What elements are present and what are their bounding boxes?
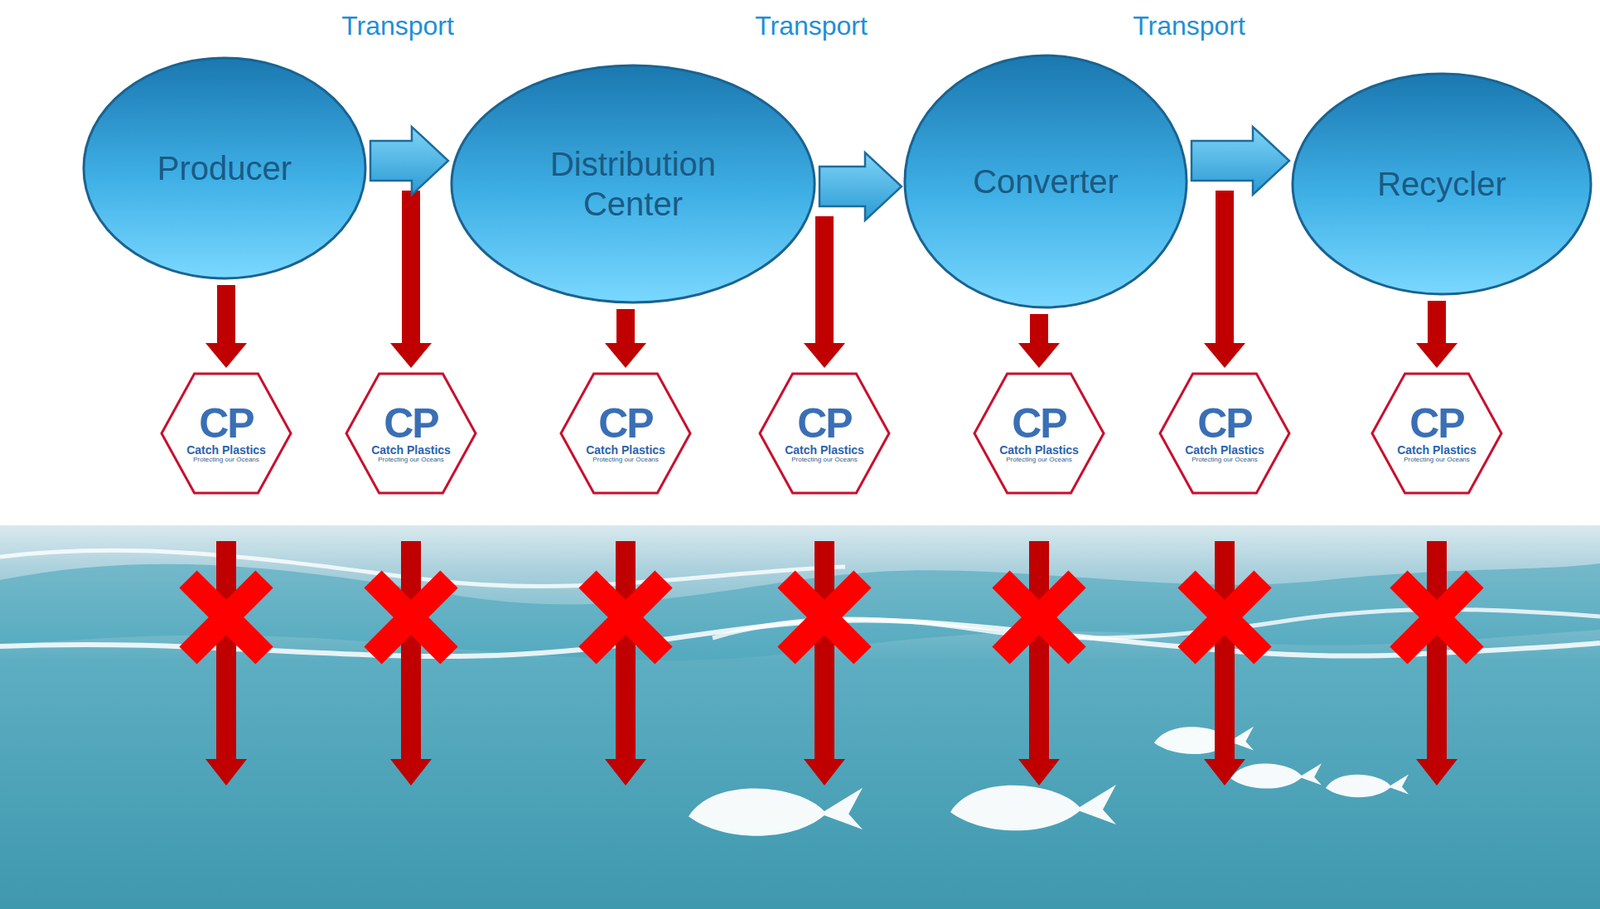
logo-name: Catch Plastics — [999, 444, 1079, 457]
block-cross — [1398, 579, 1475, 656]
catch-arrow — [1416, 300, 1458, 368]
logo-tagline: Protecting our Oceans — [791, 456, 858, 465]
transport-arrow — [370, 126, 449, 195]
catch-arrow — [390, 190, 432, 368]
ellipse-shape — [904, 55, 1187, 308]
catch-arrow — [205, 285, 247, 368]
fish — [1154, 726, 1254, 755]
logo-tagline: Protecting our Oceans — [1191, 456, 1258, 465]
catch-plastics-hexagon: CPCatch PlasticsProtecting our Oceans — [159, 372, 293, 495]
hexagon-shape — [1372, 373, 1502, 494]
fish — [950, 784, 1117, 831]
edge-label: Transport — [341, 10, 455, 42]
logo-name: Catch Plastics — [1396, 444, 1477, 457]
stage-name: Producer — [157, 148, 292, 189]
wave-band — [0, 563, 1600, 661]
catch-arrow — [803, 216, 846, 368]
fish — [688, 787, 863, 837]
stage-ellipse: Converter — [903, 53, 1189, 310]
catch-plastics-hexagon: CPCatch PlasticsProtecting our Oceans — [1370, 372, 1504, 495]
ellipse-outline — [449, 63, 817, 305]
hexagon-shape — [1160, 373, 1290, 494]
leak-arrow — [604, 541, 647, 786]
logo-name: Catch Plastics — [784, 444, 865, 457]
leak-arrows — [188, 190, 1475, 786]
transport-arrow — [819, 152, 902, 221]
block-cross — [372, 579, 450, 656]
logo-mark: CP — [1197, 402, 1252, 445]
sea — [0, 525, 1600, 909]
block-cross — [587, 579, 664, 656]
logo-mark: CP — [383, 402, 438, 445]
ellipse-shape — [1292, 73, 1591, 295]
block-cross — [786, 579, 863, 656]
stage-name: Distribution Center — [515, 144, 751, 224]
logo-tagline: Protecting our Oceans — [1005, 456, 1073, 465]
edge-label: Transport — [754, 10, 868, 42]
catch-arrow — [1203, 190, 1246, 368]
leak-arrow — [1018, 541, 1060, 786]
logo-mark: CP — [1409, 402, 1464, 445]
logo-tagline: Protecting our Oceans — [592, 456, 659, 465]
catch-arrow — [604, 309, 647, 368]
logo-name: Catch Plastics — [585, 444, 666, 457]
logo-mark: CP — [797, 402, 851, 445]
ellipse-shape — [451, 65, 815, 303]
logo-name: Catch Plastics — [371, 444, 451, 457]
catch-plastics-hexagon: CPCatch PlasticsProtecting our Oceans — [758, 372, 891, 495]
catch-arrow — [1018, 314, 1060, 368]
catch-plastics-hexagon: CPCatch PlasticsProtecting our Oceans — [972, 372, 1106, 495]
catch-plastics-hexagon: CPCatch PlasticsProtecting our Oceans — [344, 372, 478, 495]
hexagon-shape — [346, 373, 476, 494]
leak-arrow — [390, 541, 432, 786]
logo-mark: CP — [198, 402, 253, 445]
block-cross — [1000, 579, 1078, 656]
stage-ellipse: Producer — [82, 56, 368, 281]
transport-arrow — [1191, 126, 1290, 195]
logo-name: Catch Plastics — [186, 444, 266, 457]
ellipse-shape — [83, 58, 366, 279]
logo-mark: CP — [1011, 402, 1066, 445]
hexagon-shape — [161, 373, 291, 494]
logo-tagline: Protecting our Oceans — [377, 456, 445, 465]
fish — [1230, 763, 1322, 788]
wave-line — [0, 550, 846, 586]
stage-ellipse: Recycler — [1290, 72, 1593, 296]
block-cross — [1186, 579, 1263, 656]
leak-arrow — [205, 541, 247, 786]
hexagon-shape — [974, 373, 1104, 494]
catch-plastics-hexagon: CPCatch PlasticsProtecting our Oceans — [1158, 372, 1291, 495]
block-cross — [188, 579, 265, 656]
stage-name: Recycler — [1377, 164, 1507, 204]
logo-tagline: Protecting our Oceans — [1403, 456, 1470, 465]
stage-name: Converter — [972, 161, 1119, 202]
fish — [1325, 774, 1409, 798]
hexagon-shape — [560, 373, 691, 494]
stage-ellipse: Distribution Center — [449, 63, 817, 305]
leak-arrow — [803, 541, 846, 786]
leak-arrow — [1203, 541, 1246, 786]
logo-tagline: Protecting our Oceans — [193, 456, 260, 465]
leak-arrow — [1416, 541, 1458, 786]
logo-name: Catch Plastics — [1184, 444, 1265, 457]
catch-plastics-hexagon: CPCatch PlasticsProtecting our Oceans — [559, 372, 692, 495]
edge-label: Transport — [1132, 10, 1246, 42]
hexagon-shape — [759, 373, 890, 494]
logo-mark: CP — [598, 402, 653, 445]
